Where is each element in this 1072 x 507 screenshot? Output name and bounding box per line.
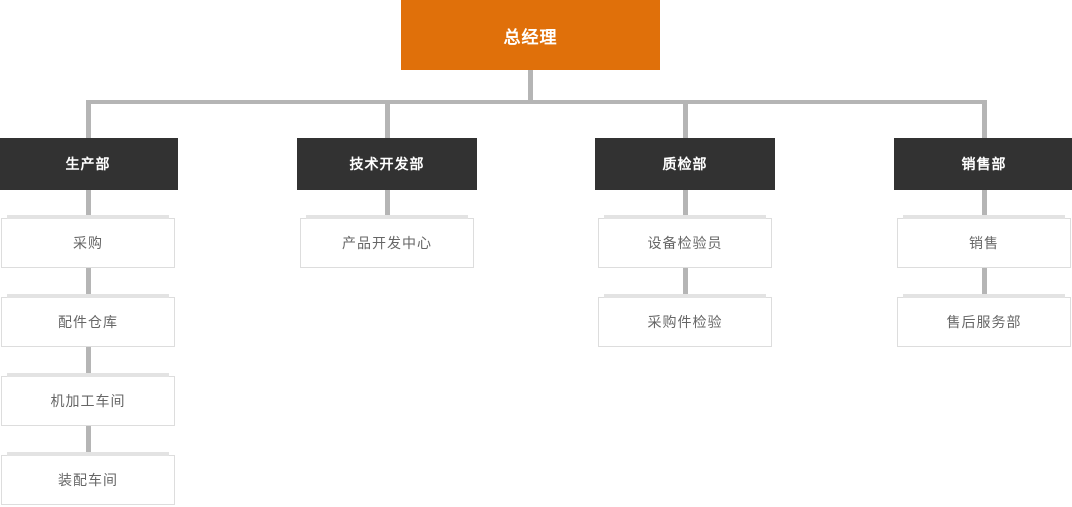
connector-vertical <box>86 426 91 455</box>
connector-vertical <box>86 268 91 297</box>
connector-vertical <box>982 190 987 218</box>
org-node-general-manager: 总经理 <box>401 0 660 70</box>
connector-trunk-horizontal <box>86 100 987 104</box>
org-node-production-dept: 生产部 <box>0 138 178 190</box>
org-node-assembly-workshop: 装配车间 <box>1 452 175 505</box>
org-node-tech-dev-dept: 技术开发部 <box>297 138 477 190</box>
connector-vertical <box>683 190 688 218</box>
connector-branch-sales <box>982 100 987 138</box>
org-node-quality-dept: 质检部 <box>595 138 775 190</box>
org-node-product-dev-center: 产品开发中心 <box>300 215 474 268</box>
org-node-purchased-parts-inspection: 采购件检验 <box>598 294 772 347</box>
connector-vertical <box>385 190 390 218</box>
org-node-machining-workshop: 机加工车间 <box>1 373 175 426</box>
org-node-after-sales-service: 售后服务部 <box>897 294 1071 347</box>
org-node-parts-warehouse: 配件仓库 <box>1 294 175 347</box>
org-node-sales: 销售 <box>897 215 1071 268</box>
connector-vertical <box>982 268 987 297</box>
connector-vertical <box>683 268 688 297</box>
connector-branch-quality <box>683 100 688 138</box>
connector-vertical <box>86 347 91 376</box>
org-node-purchasing: 采购 <box>1 215 175 268</box>
connector-root-stem <box>528 69 533 101</box>
org-node-equipment-inspector: 设备检验员 <box>598 215 772 268</box>
connector-branch-production <box>86 100 91 138</box>
org-node-sales-dept: 销售部 <box>894 138 1072 190</box>
connector-vertical <box>86 190 91 218</box>
connector-branch-tech-dev <box>385 100 390 138</box>
